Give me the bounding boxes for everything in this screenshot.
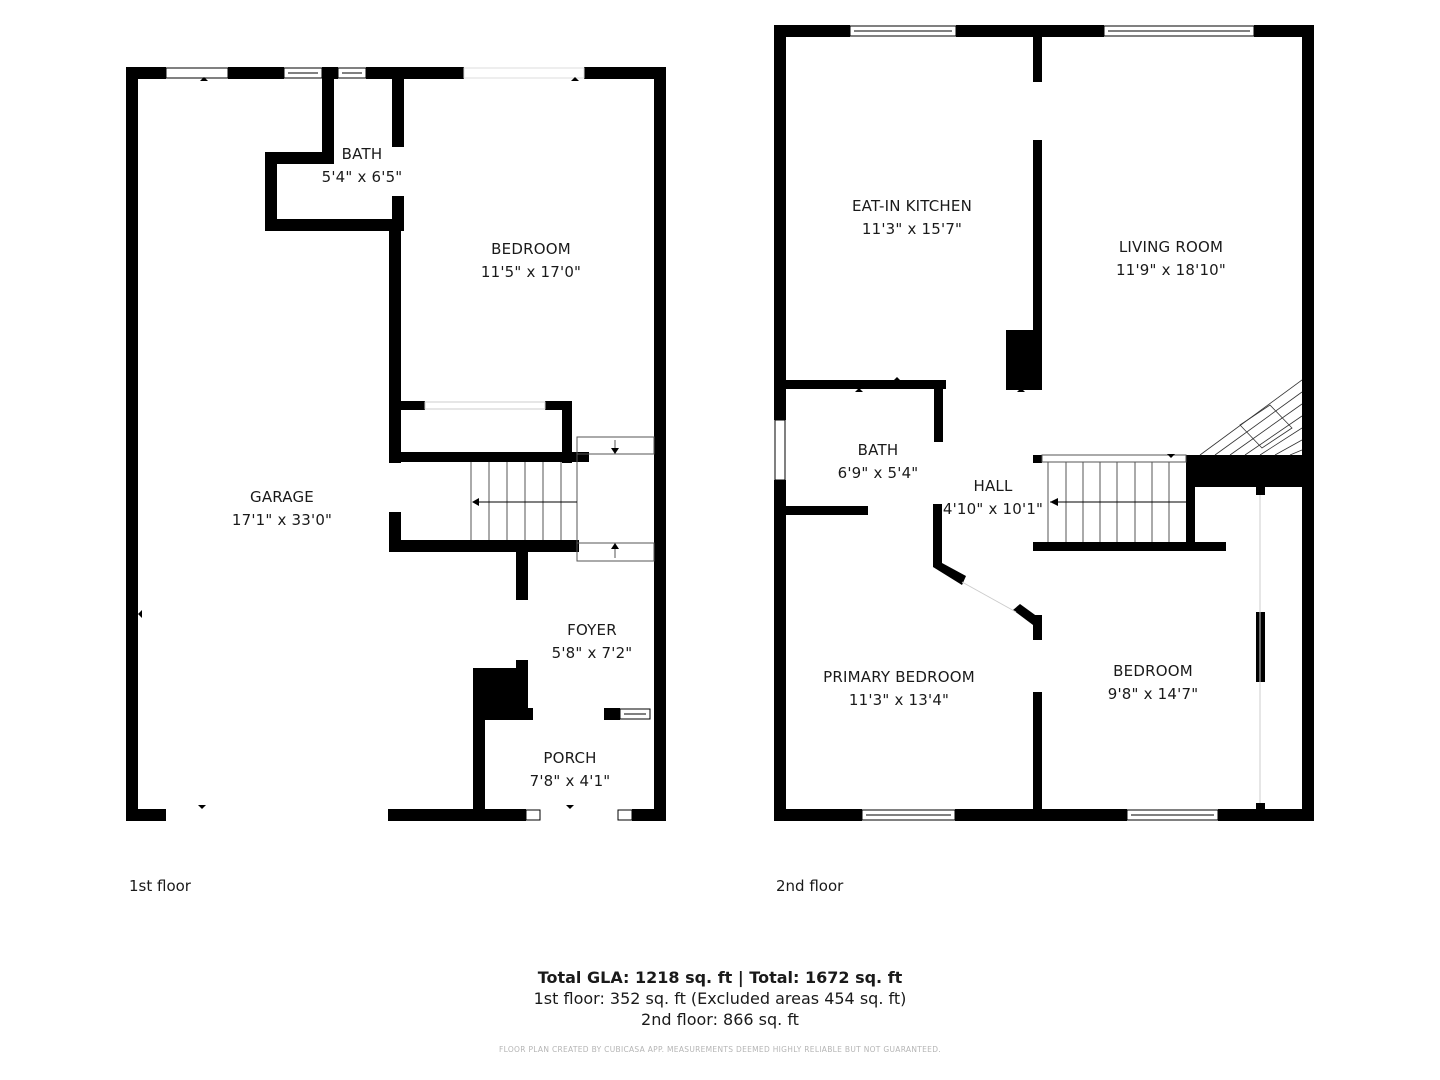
room-name: BEDROOM [491, 240, 571, 258]
total-area-line: Total GLA: 1218 sq. ft | Total: 1672 sq.… [537, 968, 903, 987]
room-dimensions: 11'5" x 17'0" [480, 263, 582, 281]
room-label-first-bedroom: BEDROOM 11'5" x 17'0" [481, 238, 581, 284]
room-label-second-bedroom: BEDROOM 9'8" x 14'7" [1108, 660, 1199, 706]
room-name: BEDROOM [1113, 662, 1193, 680]
room-label-first-bath: BATH 5'4" x 6'5" [322, 143, 403, 189]
second-floor-label: 2nd floor [776, 877, 844, 895]
first-floor-area-line: 1st floor: 352 sq. ft (Excluded areas 45… [533, 989, 907, 1008]
room-name: GARAGE [249, 488, 314, 506]
room-name: FOYER [567, 621, 617, 639]
room-label-primary-bedroom: PRIMARY BEDROOM 11'3" x 13'4" [823, 666, 975, 712]
room-name: PORCH [543, 749, 597, 767]
room-dimensions: 9'8" x 14'7" [1107, 685, 1199, 703]
room-label-garage: GARAGE 17'1" x 33'0" [232, 486, 332, 532]
room-name: BATH [341, 145, 383, 163]
room-label-second-bath: BATH 6'9" x 5'4" [838, 439, 919, 485]
room-dimensions: 11'3" x 15'7" [861, 220, 963, 238]
room-dimensions: 11'9" x 18'10" [1115, 261, 1227, 279]
room-dimensions: 11'3" x 13'4" [848, 691, 950, 709]
room-dimensions: 5'8" x 7'2" [551, 644, 633, 662]
first-floor-label: 1st floor [129, 877, 191, 895]
room-dimensions: 17'1" x 33'0" [231, 511, 333, 529]
room-name: BATH [857, 441, 899, 459]
room-dimensions: 6'9" x 5'4" [837, 464, 919, 482]
room-label-foyer: FOYER 5'8" x 7'2" [552, 619, 633, 665]
room-label-eat-in-kitchen: EAT-IN KITCHEN 11'3" x 15'7" [852, 195, 972, 241]
room-label-living-room: LIVING ROOM 11'9" x 18'10" [1116, 236, 1226, 282]
disclaimer-text: FLOOR PLAN CREATED BY CUBICASA APP. MEAS… [499, 1045, 941, 1054]
first-floor-plan [126, 67, 666, 821]
room-name: HALL [973, 477, 1013, 495]
room-name: EAT-IN KITCHEN [852, 197, 972, 215]
room-name: LIVING ROOM [1118, 238, 1224, 256]
room-label-porch: PORCH 7'8" x 4'1" [530, 747, 611, 793]
area-summary: Total GLA: 1218 sq. ft | Total: 1672 sq.… [0, 967, 1440, 1030]
room-dimensions: 5'4" x 6'5" [321, 168, 403, 186]
second-floor-area-line: 2nd floor: 866 sq. ft [641, 1010, 799, 1029]
room-name: PRIMARY BEDROOM [823, 668, 975, 686]
room-dimensions: 7'8" x 4'1" [529, 772, 611, 790]
second-floor-plan [774, 25, 1314, 821]
room-label-hall: HALL 4'10" x 10'1" [943, 475, 1043, 521]
room-dimensions: 4'10" x 10'1" [942, 500, 1044, 518]
